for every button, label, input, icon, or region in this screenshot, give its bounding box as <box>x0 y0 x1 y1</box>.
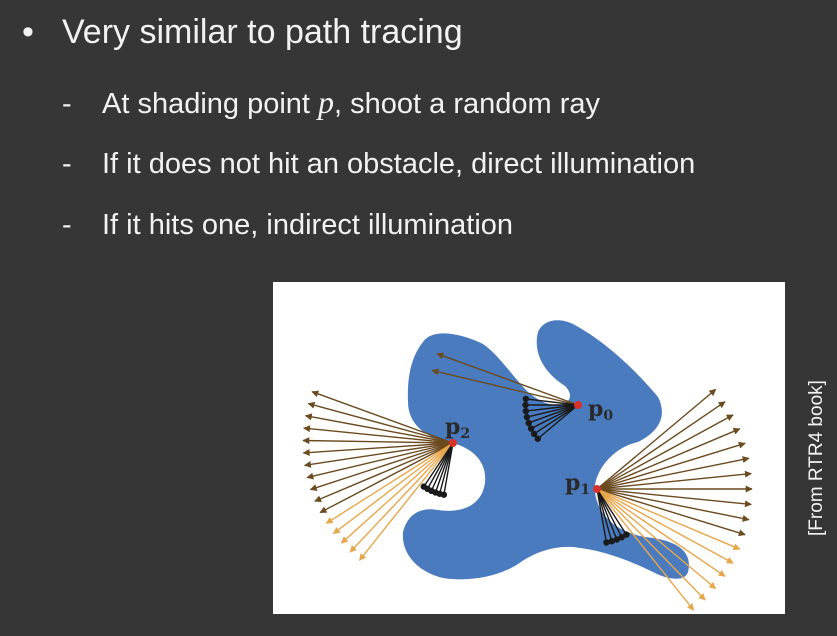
hit-point <box>534 435 541 442</box>
occluded-ray <box>525 404 579 412</box>
sub-bullet-2: -If it does not hit an obstacle, direct … <box>62 146 695 182</box>
hit-point <box>623 531 630 538</box>
hit-point <box>613 536 621 543</box>
bullet-symbol: • <box>22 13 34 51</box>
sub-bullet-text: At shading point <box>102 88 319 120</box>
occluded-ray <box>423 442 454 488</box>
occluded-ray <box>596 488 628 535</box>
variable-p: p <box>318 84 335 120</box>
label-p0: p0 <box>588 396 613 424</box>
sub-bullet-text: If it does not hit an obstacle, direct i… <box>102 148 696 180</box>
unoccluded-ray <box>358 442 454 561</box>
sub-bullet-text-rest: , shoot a random ray <box>334 88 601 120</box>
unoccluded-ray <box>304 413 454 444</box>
hit-point <box>523 413 531 421</box>
unoccluded-ray <box>302 442 454 457</box>
dash: - <box>62 209 72 241</box>
unoccluded-ray <box>349 442 454 553</box>
hit-point <box>608 538 615 545</box>
unoccluded-ray <box>314 442 454 503</box>
unoccluded-ray <box>309 442 454 491</box>
unoccluded-ray <box>332 442 454 535</box>
unoccluded-ray <box>596 488 734 564</box>
occluded-ray <box>430 442 454 492</box>
occluded-ray <box>596 488 618 540</box>
occluded-ray <box>443 442 454 495</box>
unoccluded-ray <box>596 456 750 490</box>
scene-shape <box>402 320 689 580</box>
unoccluded-ray <box>596 488 750 522</box>
hit-point <box>603 539 610 546</box>
unoccluded-ray <box>431 368 579 406</box>
occluded-ray <box>528 404 579 424</box>
unoccluded-ray <box>596 401 726 490</box>
sub-bullet-1: -At shading point p, shoot a random ray <box>62 84 600 122</box>
hit-point <box>522 401 529 409</box>
occluded-ray <box>596 488 623 538</box>
unoccluded-ray <box>306 442 454 480</box>
unoccluded-ray <box>596 488 741 550</box>
label-p2: p2 <box>445 414 470 442</box>
occluded-ray <box>426 442 454 490</box>
dash: - <box>62 88 72 120</box>
unoccluded-ray <box>303 425 454 444</box>
unoccluded-ray <box>596 414 734 490</box>
hit-point <box>525 419 532 427</box>
ambient-occlusion-figure: p2 p1 p0 <box>273 282 785 614</box>
occluded-ray <box>533 404 579 435</box>
occluded-ray <box>537 404 579 440</box>
rays-p0 <box>431 352 579 442</box>
unoccluded-ray <box>596 488 717 590</box>
figure-caption: [From RTR4 book] <box>806 380 827 536</box>
occluded-ray <box>438 442 454 494</box>
sub-bullet-3: -If it hits one, indirect illumination <box>62 207 513 243</box>
unoccluded-ray <box>302 437 454 445</box>
occluded-ray <box>596 488 608 543</box>
main-bullet-text: Very similar to path tracing <box>62 13 463 51</box>
unoccluded-ray <box>319 442 454 514</box>
hit-point <box>522 395 530 403</box>
unoccluded-ray <box>596 488 726 577</box>
occluded-ray <box>596 488 613 542</box>
unoccluded-ray <box>596 441 746 490</box>
unoccluded-ray <box>596 388 717 490</box>
unoccluded-ray <box>596 488 695 611</box>
unoccluded-ray <box>596 470 752 490</box>
occluded-ray <box>525 398 579 406</box>
unoccluded-ray <box>325 442 454 524</box>
unoccluded-ray <box>307 401 454 444</box>
unoccluded-ray <box>436 352 579 406</box>
unoccluded-ray <box>596 428 741 490</box>
unoccluded-ray <box>596 488 706 601</box>
occluded-ray <box>526 404 579 418</box>
unoccluded-ray <box>311 390 454 444</box>
figure-svg: p2 p1 p0 <box>302 320 753 611</box>
dash: - <box>62 148 72 180</box>
unoccluded-ray <box>596 488 746 537</box>
occluded-ray <box>434 442 454 493</box>
unoccluded-ray <box>303 442 454 468</box>
hit-point <box>530 430 538 438</box>
unoccluded-ray <box>596 488 752 508</box>
shading-point-p0 <box>574 401 582 409</box>
shading-point-p2 <box>449 439 457 447</box>
hit-point <box>440 491 448 498</box>
occluded-ray <box>530 404 579 430</box>
unoccluded-ray <box>340 442 454 544</box>
sub-bullet-text: If it hits one, indirect illumination <box>102 209 514 241</box>
rays-p2 <box>302 390 454 561</box>
hit-point <box>618 534 625 541</box>
label-p1: p1 <box>565 470 590 498</box>
shading-point-p1 <box>593 485 601 493</box>
hit-point <box>527 425 535 432</box>
rays-p1 <box>596 388 753 611</box>
hit-point <box>522 407 530 415</box>
